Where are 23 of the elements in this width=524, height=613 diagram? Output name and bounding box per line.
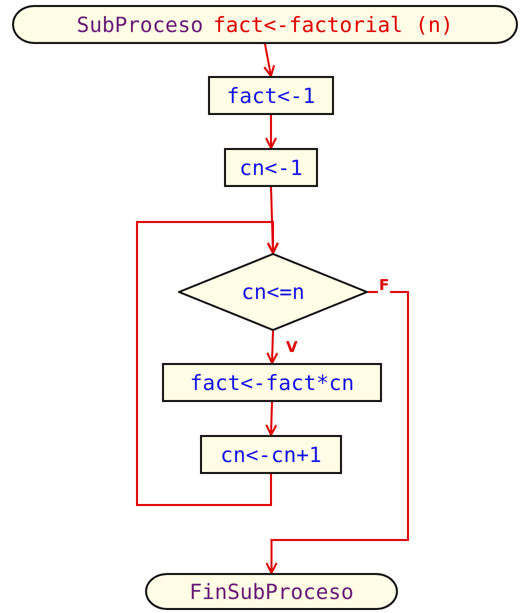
process-box xyxy=(162,363,382,402)
process-box xyxy=(208,76,334,115)
arrow xyxy=(266,291,409,574)
arrow xyxy=(265,115,277,149)
node-label: cn<=n xyxy=(241,280,305,304)
edge-label: V xyxy=(285,340,299,355)
process-box xyxy=(200,435,342,474)
arrow xyxy=(263,44,276,77)
terminator-shape xyxy=(145,573,398,610)
node-label: cn<-1 xyxy=(239,156,303,180)
arrow xyxy=(265,402,278,436)
edge-label: F xyxy=(378,278,390,293)
terminator-shape xyxy=(12,5,518,44)
node-label: fact<-fact*cn xyxy=(190,370,354,394)
process-box xyxy=(224,148,318,187)
node-label: cn<-cn+1 xyxy=(220,442,322,466)
keyword-label: SubProceso xyxy=(76,12,204,36)
arrow xyxy=(266,330,278,364)
decision-diamond xyxy=(178,253,368,331)
node-label: fact<-factorial (n) xyxy=(213,12,454,36)
node-label: fact<-1 xyxy=(226,84,316,108)
arrow xyxy=(136,221,279,506)
node-label: FinSubProceso xyxy=(189,580,354,604)
